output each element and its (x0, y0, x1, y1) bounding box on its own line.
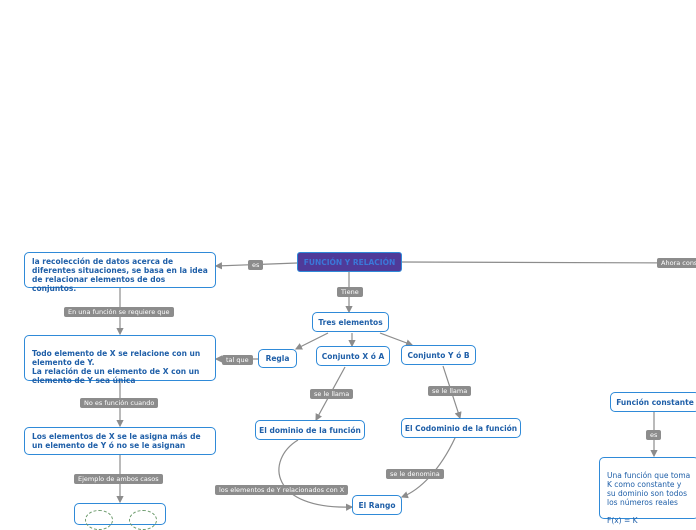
wire-codominio-rango (400, 437, 456, 499)
node-rango[interactable]: El Rango (352, 495, 402, 515)
node-conjunto-y-text: Conjunto Y ó B (407, 350, 470, 360)
node-conjunto-y[interactable]: Conjunto Y ó B (401, 345, 476, 365)
wire-tres-conjy (379, 332, 414, 347)
node-conjunto-x-text: Conjunto X ó A (321, 351, 385, 361)
node-definicion-text: la recolección de datos acerca de difere… (32, 257, 208, 293)
node-no-funcion[interactable]: Los elementos de X se le asigna más de u… (24, 427, 216, 455)
label-elementos-y: los elementos de Y relacionados con X (215, 485, 349, 495)
node-codominio-text: El Codominio de la función (404, 423, 518, 433)
node-tres-elementos[interactable]: Tres elementos (312, 312, 389, 332)
node-constante-def[interactable]: Una función que toma K como constante y … (599, 457, 696, 525)
node-regla-text: Regla (265, 354, 290, 363)
wire-tres-regla (294, 332, 329, 350)
label-se-le-llama-x: se le llama (310, 389, 354, 399)
node-no-funcion-text: Los elementos de X se le asigna más de u… (32, 432, 201, 450)
node-funcion-constante[interactable]: Función constante (610, 392, 696, 412)
label-tiene: Tiene (337, 287, 363, 297)
node-tres-elementos-text: Tres elementos (318, 317, 383, 327)
node-codominio[interactable]: El Codominio de la función (401, 418, 521, 438)
label-se-le-denomina: se le denomina (386, 469, 444, 479)
node-dominio[interactable]: El dominio de la función (255, 420, 365, 440)
node-dominio-text: El dominio de la función (259, 425, 361, 435)
node-conjunto-x[interactable]: Conjunto X ó A (316, 346, 390, 366)
root-label: FUNCIÓN Y RELACIÓN (303, 257, 396, 267)
node-funcion[interactable]: Todo elemento de X se relacione con un e… (24, 335, 216, 385)
node-funcion-constante-text: Función constante (616, 397, 694, 407)
node-regla[interactable]: Regla (258, 349, 297, 368)
label-es-constante: es (646, 430, 662, 440)
node-constante-def-text: Una función que toma K como constante y … (607, 471, 691, 525)
wire-root-right (401, 261, 696, 264)
label-tal-que: tal que (222, 355, 253, 365)
example-image[interactable] (74, 503, 166, 530)
example-oval-left (85, 510, 113, 530)
label-ejemplo: Ejemplo de ambos casos (74, 474, 163, 484)
node-funcion-text: Todo elemento de X se relacione con un e… (32, 349, 201, 385)
wire-dominio-rango (278, 439, 354, 511)
example-oval-right (129, 510, 157, 530)
label-en-una-funcion: En una función se requiere que (64, 307, 174, 317)
node-definicion[interactable]: la recolección de datos acerca de difere… (24, 252, 216, 293)
label-se-le-llama-y: se le llama (428, 386, 472, 396)
root-node[interactable]: FUNCIÓN Y RELACIÓN (297, 252, 402, 272)
label-ahora-con: Ahora cons (657, 258, 696, 268)
node-rango-text: El Rango (358, 500, 396, 510)
label-es: es (248, 260, 264, 270)
label-no-es-funcion: No es función cuando (80, 398, 159, 408)
